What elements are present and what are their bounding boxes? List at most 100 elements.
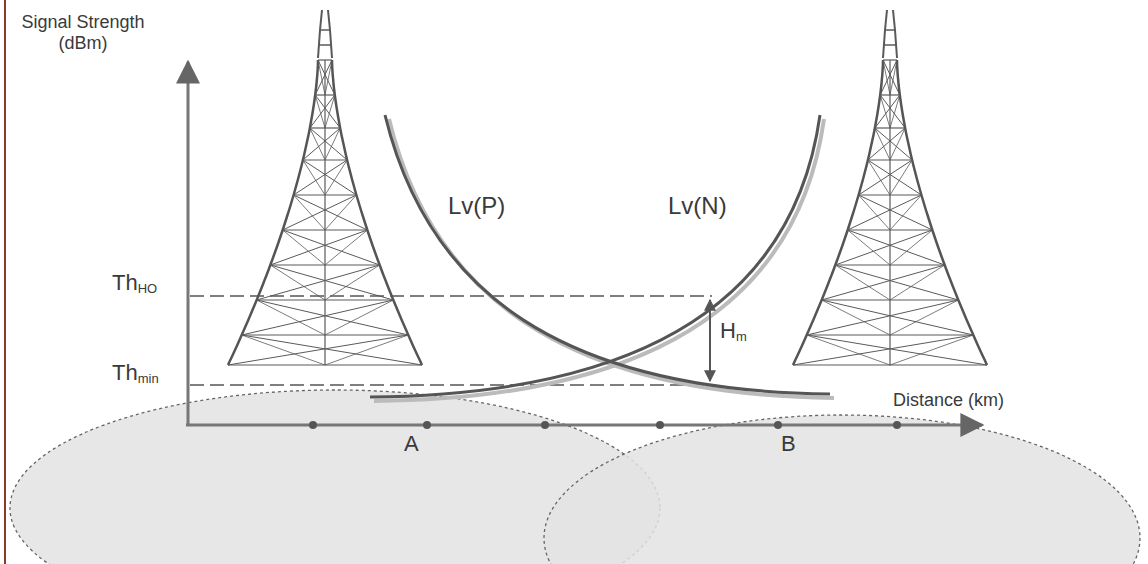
lattice-stroke — [848, 195, 922, 230]
lattice-stroke — [303, 160, 325, 195]
lattice-stroke — [848, 230, 890, 265]
lattice-stroke — [257, 300, 325, 335]
lattice-stroke — [319, 44, 331, 46]
lattice-stroke — [325, 160, 347, 195]
lattice-stroke — [294, 160, 348, 195]
threshold-subscript: HO — [138, 282, 158, 297]
lattice-stroke — [883, 30, 885, 58]
lattice-stroke — [330, 30, 332, 58]
lattice-stroke — [875, 128, 912, 160]
threshold-label: Th — [112, 270, 138, 295]
lattice-stroke — [822, 265, 945, 300]
curve-label: Lv(P) — [448, 192, 505, 220]
lattice-stroke — [270, 265, 325, 300]
lattice-stroke — [294, 194, 357, 195]
tower-leg — [228, 60, 422, 365]
lattice-stroke — [890, 95, 900, 128]
lattice-stroke — [325, 95, 335, 128]
lattice-stroke — [890, 300, 958, 335]
lattice-stroke — [315, 94, 335, 95]
lattice-stroke — [880, 95, 890, 128]
lattice-stroke — [793, 335, 973, 365]
lattice-stroke — [868, 159, 912, 160]
lattice-stroke — [868, 160, 922, 195]
lattice-stroke — [318, 60, 325, 95]
lattice-stroke — [859, 195, 890, 230]
threshold-subscript: min — [138, 372, 159, 387]
lattice-stroke — [320, 29, 330, 31]
threshold-line — [190, 384, 712, 386]
lattice-stroke — [325, 300, 393, 335]
lattice-stroke — [890, 160, 912, 195]
lattice-stroke — [318, 60, 335, 95]
threshold-label: Th — [112, 360, 138, 385]
lattice-stroke — [883, 60, 900, 95]
lattice-stroke — [875, 128, 890, 160]
lattice-stroke — [283, 230, 380, 265]
margin-subscript: m — [736, 330, 747, 345]
lattice-stroke — [883, 59, 897, 60]
lattice-stroke — [890, 60, 897, 95]
lattice-stroke — [283, 230, 325, 265]
lattice-stroke — [328, 10, 330, 30]
lattice-stroke — [875, 127, 905, 128]
lattice-stroke — [315, 95, 340, 128]
y-axis — [187, 62, 190, 425]
lattice-stroke — [325, 265, 380, 300]
lattice-stroke — [283, 195, 357, 230]
lattice-stroke — [228, 364, 422, 365]
lattice-stroke — [303, 159, 347, 160]
lattice-stroke — [242, 335, 422, 365]
lattice-stroke — [303, 160, 357, 195]
lattice-stroke — [835, 265, 958, 300]
lattice-stroke — [807, 300, 959, 335]
threshold-line — [190, 295, 712, 297]
lattice-stroke — [890, 335, 973, 365]
lattice-stroke — [822, 300, 890, 335]
lattice-stroke — [880, 95, 905, 128]
point-label: A — [404, 431, 419, 456]
lattice-stroke — [807, 335, 890, 365]
lattice-stroke — [325, 128, 340, 160]
lattice-stroke — [320, 10, 322, 30]
lattice-stroke — [890, 265, 945, 300]
lattice-stroke — [325, 230, 367, 265]
lattice-stroke — [283, 229, 368, 230]
lattice-stroke — [848, 229, 933, 230]
signal-curve — [370, 115, 820, 397]
lattice-stroke — [318, 59, 332, 60]
lattice-stroke — [325, 195, 356, 230]
lattice-stroke — [310, 128, 325, 160]
lattice-stroke — [242, 300, 394, 335]
margin-arrow — [709, 300, 711, 381]
signal-curve — [385, 115, 830, 394]
lattice-stroke — [325, 335, 408, 365]
lattice-stroke — [257, 300, 409, 335]
lattice-stroke — [324, 60, 325, 365]
lattice-stroke — [315, 60, 332, 95]
lattice-stroke — [883, 60, 890, 95]
lattice-stroke — [318, 30, 320, 58]
page-border — [4, 0, 6, 564]
lattice-stroke — [315, 95, 325, 128]
cell-tower — [793, 10, 987, 365]
lattice-stroke — [890, 230, 932, 265]
lattice-stroke — [835, 265, 890, 300]
lattice-stroke — [890, 128, 905, 160]
lattice-stroke — [270, 230, 367, 265]
lattice-stroke — [889, 60, 890, 365]
lattice-stroke — [890, 195, 921, 230]
lattice-stroke — [885, 10, 887, 30]
lattice-stroke — [310, 95, 335, 128]
lattice-stroke — [880, 94, 900, 95]
lattice-stroke — [848, 230, 945, 265]
lattice-stroke — [807, 335, 987, 365]
curve-label: Lv(N) — [668, 192, 727, 220]
lattice-stroke — [294, 195, 325, 230]
lattice-stroke — [270, 264, 379, 265]
lattice-stroke — [859, 194, 922, 195]
lattice-stroke — [303, 128, 340, 160]
x-axis — [186, 424, 982, 427]
